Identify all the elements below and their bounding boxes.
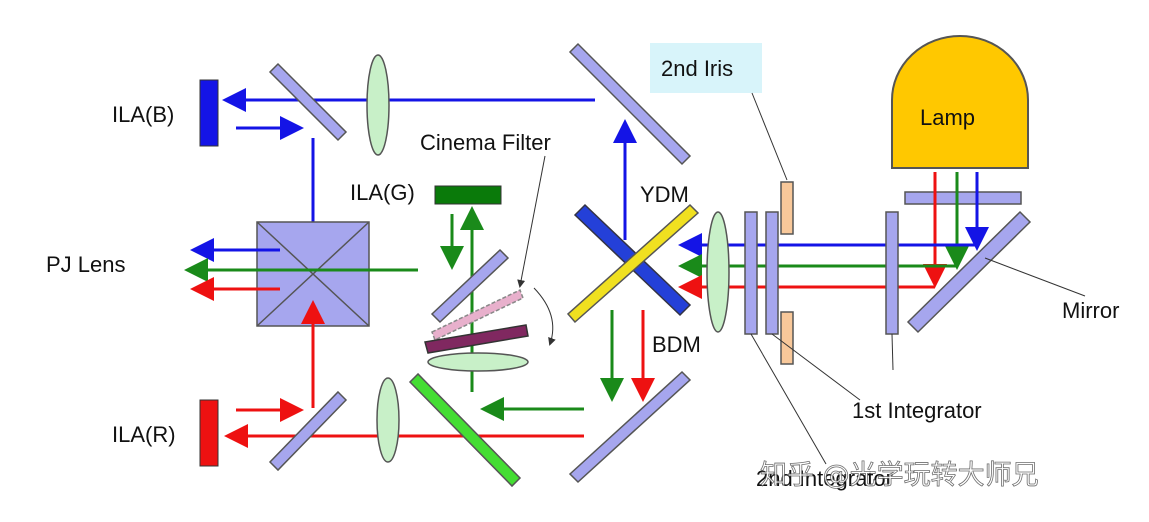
ila-r-label: ILA(R)	[112, 422, 176, 447]
cinema-filter-alt	[431, 288, 524, 342]
filter-rotate-arrow	[533, 287, 556, 346]
cinema-filter-label: Cinema Filter	[420, 130, 551, 155]
lamp-plate	[904, 191, 1022, 205]
iris-label-box	[650, 43, 762, 93]
second-integrator-leader	[750, 333, 827, 465]
ila-g-label: ILA(G)	[350, 180, 415, 205]
green-mirror	[408, 372, 522, 488]
ila-b-label: ILA(B)	[112, 102, 174, 127]
mirror-leader	[984, 257, 1086, 297]
first-integrator-leader-b	[891, 333, 894, 371]
pj-lens-label: PJ Lens	[46, 252, 126, 277]
iris-leader	[751, 92, 788, 181]
integrator-plate-2	[765, 211, 779, 335]
bdm-label: BDM	[652, 332, 701, 357]
lens-bottom	[376, 377, 400, 463]
ila-b-panel	[199, 79, 219, 147]
second-integrator-label: 2nd Integrator	[756, 466, 893, 491]
ila-r-panel	[199, 399, 219, 467]
lamp-label: Lamp	[920, 105, 975, 130]
integrator-plate-1	[744, 211, 758, 335]
ydm-label: YDM	[640, 182, 689, 207]
cross-prism-diag-b	[256, 221, 370, 327]
lens-green	[427, 352, 529, 372]
first-integrator-leader-a	[771, 333, 861, 401]
iris-aperture-bottom	[780, 311, 794, 365]
ydm-mirror	[566, 203, 700, 324]
iris-aperture-top	[780, 181, 794, 235]
pbs-blue	[268, 62, 348, 142]
iris-label: 2nd Iris	[661, 56, 733, 81]
watermark: 知乎 @光学玩转大师兄	[760, 460, 1039, 491]
cinema-filter	[424, 324, 529, 354]
lens-input	[706, 211, 730, 333]
cinema-filter-leader	[517, 155, 546, 288]
pbs-red	[268, 390, 348, 472]
mirror-label: Mirror	[1062, 298, 1119, 323]
fold-mirror-bottom	[568, 370, 692, 484]
lamp-body	[891, 35, 1029, 169]
ila-g-panel	[434, 185, 502, 205]
lens-top	[366, 54, 390, 156]
fold-mirror-top	[568, 42, 692, 166]
lamp-mirror	[906, 210, 1032, 334]
integrator-plate-right	[885, 211, 899, 335]
pbs-green	[430, 248, 510, 324]
first-integrator-label: 1st Integrator	[852, 398, 982, 423]
